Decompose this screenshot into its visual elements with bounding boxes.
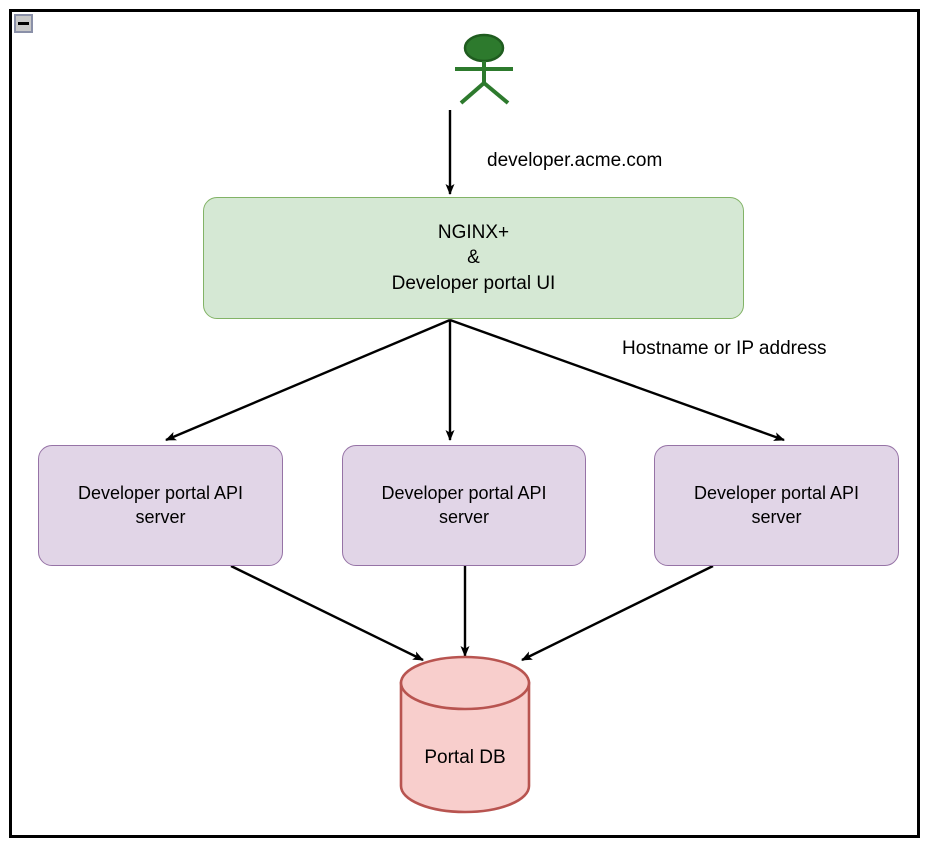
node-label: Developer portal API server (381, 482, 547, 527)
node-portal-db-label[interactable]: Portal DB (401, 747, 529, 769)
node-label: Portal DB (424, 747, 506, 768)
collapse-toggle-button[interactable] (14, 14, 33, 33)
minus-icon (18, 22, 29, 25)
edge-label-developer-acme-com: developer.acme.com (487, 150, 662, 172)
node-label: Developer portal API server (77, 482, 244, 527)
node-api-server-2[interactable]: Developer portal API server (342, 445, 586, 566)
node-api-server-3[interactable]: Developer portal API server (654, 445, 899, 566)
node-nginx-developer-portal-ui[interactable]: NGINX+ & Developer portal UI (203, 197, 744, 319)
node-label: NGINX+ & Developer portal UI (391, 222, 556, 294)
node-label: Developer portal API server (693, 482, 860, 527)
edge-label-text: Hostname or IP address (622, 338, 827, 359)
edge-label-hostname-or-ip-address: Hostname or IP address (622, 338, 827, 360)
node-api-server-1[interactable]: Developer portal API server (38, 445, 283, 566)
diagram-frame (9, 9, 920, 838)
edge-label-text: developer.acme.com (487, 150, 663, 171)
